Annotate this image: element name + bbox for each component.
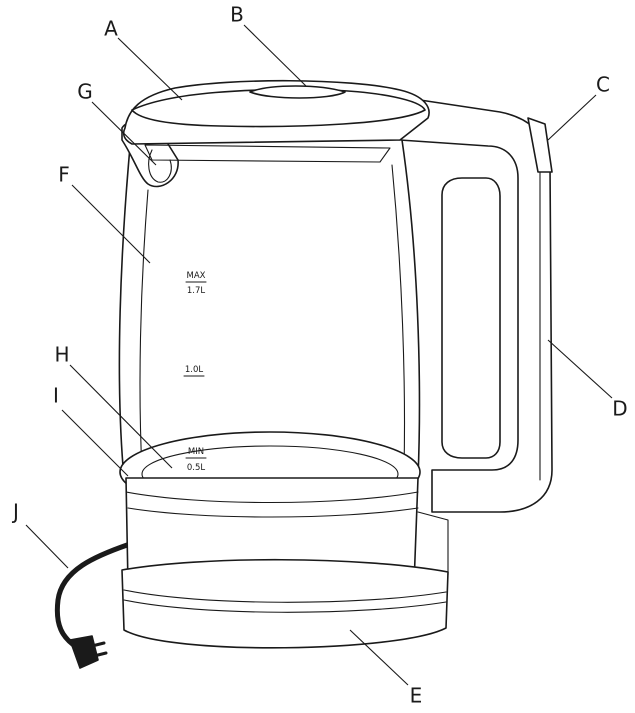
callout-a: A — [104, 17, 118, 41]
leader-i — [61, 409, 129, 477]
min-volume-label: 0.5L — [187, 463, 206, 473]
power-switch — [527, 117, 553, 173]
leader-a — [117, 37, 183, 101]
min-label: MIN — [188, 447, 204, 457]
glass-body — [118, 119, 421, 513]
callout-labels: A B C D E F G H I J — [11, 3, 628, 708]
leader-h — [69, 364, 173, 469]
power-cord — [54, 541, 133, 669]
callout-c: C — [596, 73, 610, 97]
callout-i: I — [53, 384, 59, 408]
leader-d — [547, 339, 613, 399]
handle — [399, 99, 553, 513]
mid-volume-label: 1.0L — [185, 365, 204, 375]
lid-button — [249, 85, 346, 99]
callout-f: F — [58, 163, 70, 187]
callout-j: J — [11, 500, 19, 524]
volume-markings: MAX 1.7L 1.0L MIN 0.5L — [185, 271, 206, 473]
callout-g: G — [77, 80, 93, 104]
lid — [122, 79, 430, 163]
callout-b: B — [230, 3, 244, 27]
callout-h: H — [54, 343, 69, 367]
leader-g — [91, 101, 157, 166]
callout-e: E — [410, 684, 423, 708]
max-volume-label: 1.7L — [187, 286, 206, 296]
leader-b — [243, 24, 307, 87]
plug — [69, 635, 108, 669]
leader-c — [547, 94, 597, 141]
leader-e — [349, 629, 409, 686]
callout-d: D — [612, 397, 627, 421]
leader-j — [25, 524, 69, 569]
leader-lines — [25, 24, 613, 686]
leader-f — [71, 184, 151, 264]
max-label: MAX — [187, 271, 206, 281]
base — [121, 477, 449, 649]
